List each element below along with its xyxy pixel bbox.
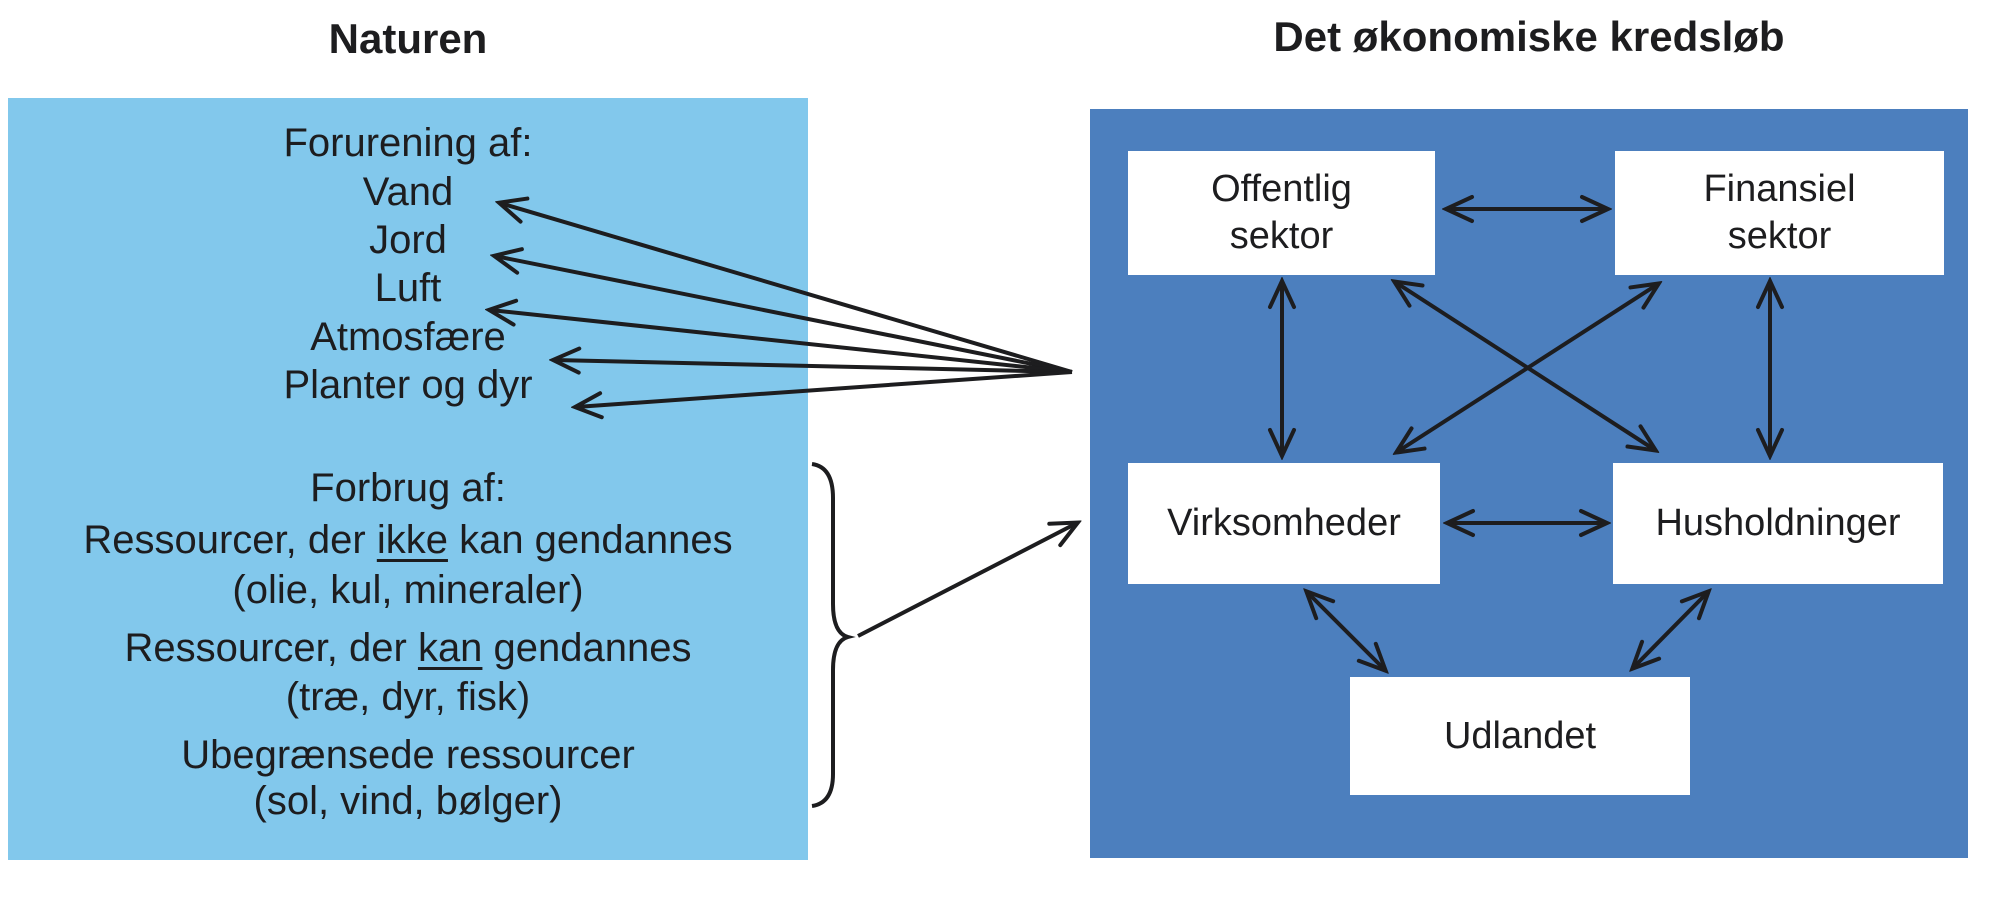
node-label-line: Finansiel bbox=[1703, 168, 1856, 210]
text-segment: Ubegrænsede ressourcer bbox=[181, 733, 635, 777]
node-husholdninger: Husholdninger bbox=[1613, 463, 1943, 584]
consumption-group-unlimited: Ubegrænsede ressourcer bbox=[8, 731, 808, 779]
economy-title: Det økonomiske kredsløb bbox=[1273, 13, 1785, 60]
pollution-item-vand: Vand bbox=[362, 170, 454, 214]
pollution-item-jord: Jord bbox=[369, 218, 447, 262]
nature-title: Naturen bbox=[328, 15, 488, 62]
pollution-item-planter-og-dyr: Planter og dyr bbox=[283, 363, 533, 407]
node-label-line: Offentlig bbox=[1211, 168, 1352, 210]
pollution-item-atmosfaere: Atmosfære bbox=[310, 315, 506, 359]
node-label-line: sektor bbox=[1229, 215, 1334, 257]
underlined-word: kan bbox=[417, 626, 483, 670]
node-label: Udlandet bbox=[1443, 714, 1597, 757]
consumption-heading: Forbrug af: bbox=[310, 466, 506, 510]
consumption-examples-renewable: (træ, dyr, fisk) bbox=[285, 675, 531, 719]
consumption-examples-nonrenewable: (olie, kul, mineraler) bbox=[232, 568, 584, 612]
text-segment: Ressourcer, der bbox=[83, 518, 377, 562]
node-virksomheder: Virksomheder bbox=[1128, 463, 1440, 584]
arrow-consumption-to-economy bbox=[857, 523, 1077, 638]
pollution-heading: Forurening af: bbox=[283, 121, 533, 165]
pollution-item-luft: Luft bbox=[374, 266, 442, 310]
node-label-line: sektor bbox=[1727, 215, 1832, 257]
consumption-group-nonrenewable: Ressourcer, der ikke kan gendannes bbox=[8, 516, 808, 564]
node-label: Husholdninger bbox=[1655, 502, 1901, 544]
text-segment: kan gendannes bbox=[447, 518, 733, 562]
underlined-word: ikke bbox=[376, 518, 448, 562]
node-udlandet: Udlandet bbox=[1350, 677, 1690, 795]
consumption-brace bbox=[811, 462, 856, 808]
text-segment: Ressourcer, der bbox=[124, 626, 418, 670]
node-finansiel-sektor: Finansiel sektor bbox=[1615, 151, 1944, 275]
text-segment: gendannes bbox=[482, 626, 692, 670]
consumption-group-renewable: Ressourcer, der kan gendannes bbox=[8, 624, 808, 672]
consumption-examples-unlimited: (sol, vind, bølger) bbox=[253, 779, 563, 823]
node-label: Virksomheder bbox=[1167, 502, 1401, 544]
node-offentlig-sektor: Offentlig sektor bbox=[1128, 151, 1435, 275]
